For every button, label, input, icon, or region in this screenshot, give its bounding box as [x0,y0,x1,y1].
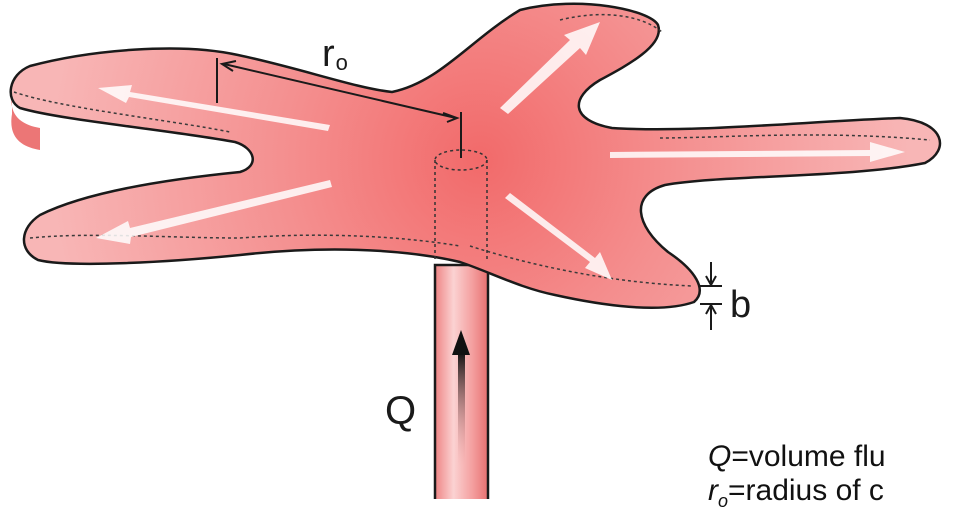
thickness-label: b [730,285,751,325]
flux-label: Q [385,390,416,432]
legend-radius: ro=radius of c [708,474,884,518]
thickness-dimension [700,262,722,330]
legend-flux: Q=volume flu [708,440,886,474]
hele-shaw-fingering-diagram [0,0,956,499]
radius-label: ro [322,34,348,83]
